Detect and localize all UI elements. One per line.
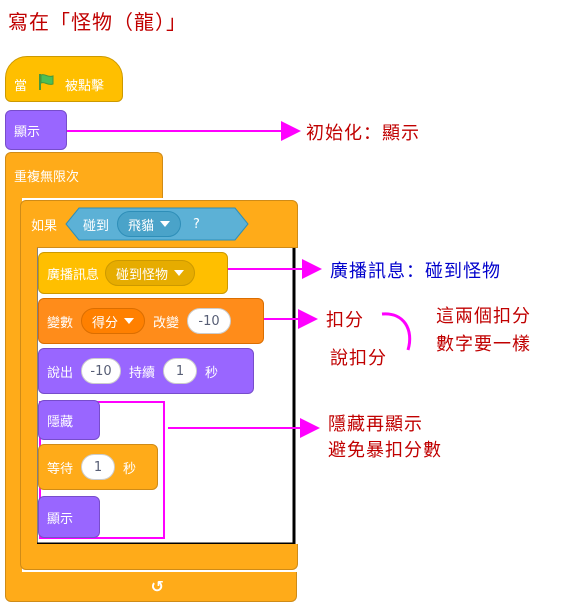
broadcast-message-dropdown[interactable]: 碰到怪物	[105, 260, 196, 286]
show-block-2[interactable]: 顯示	[38, 496, 100, 538]
annotation-deduct: 扣分	[326, 310, 364, 331]
say-value-input[interactable]: -10	[81, 358, 122, 384]
hide-block[interactable]: 隱藏	[38, 400, 100, 440]
change-variable-block[interactable]: 變數 得分 改變 -10	[38, 298, 264, 344]
if-bottom	[20, 544, 298, 570]
if-label: 如果	[31, 218, 58, 234]
wait-secs-label: 秒	[123, 461, 137, 477]
forever-block[interactable]: 重複無限次	[5, 152, 163, 198]
if-then-block[interactable]: 如果 碰到 飛貓 ? 那麼	[20, 200, 298, 248]
secs-label: 秒	[205, 365, 219, 381]
annotation-hide-show-1: 隱藏再顯示	[328, 414, 423, 435]
annotation-same-number-1: 這兩個扣分	[436, 306, 531, 327]
say-label: 說出	[47, 365, 74, 381]
show-block[interactable]: 顯示	[5, 110, 67, 150]
hide-label: 隱藏	[47, 414, 74, 430]
change-value-input[interactable]: -10	[187, 308, 232, 334]
chevron-down-icon	[160, 221, 171, 227]
forever-arm	[5, 196, 22, 580]
touching-target-label: 飛貓	[128, 218, 155, 234]
touching-target-dropdown[interactable]: 飛貓	[117, 211, 182, 237]
touching-condition[interactable]: 碰到 飛貓 ?	[65, 207, 249, 241]
say-secs-input[interactable]: 1	[163, 358, 198, 384]
when-flag-clicked-block[interactable]: 當 被點擊	[5, 56, 123, 102]
show-label: 顯示	[14, 124, 41, 140]
clicked-label: 被點擊	[65, 78, 105, 94]
page-title: 寫在「怪物（龍）」	[8, 10, 187, 34]
wait-secs-input[interactable]: 1	[81, 454, 116, 480]
forever-label: 重複無限次	[14, 170, 80, 185]
green-flag-icon	[37, 73, 55, 95]
variable-label: 變數	[47, 315, 74, 331]
annotation-say-deduct: 說扣分	[330, 348, 387, 369]
if-arm	[20, 246, 37, 552]
chevron-down-icon	[174, 270, 185, 276]
for-label: 持續	[129, 365, 156, 381]
wait-label: 等待	[47, 461, 74, 477]
variable-name: 得分	[92, 315, 119, 331]
broadcast-block[interactable]: 廣播訊息 碰到怪物	[38, 252, 228, 294]
when-label: 當	[14, 78, 28, 94]
wait-block[interactable]: 等待 1 秒	[38, 444, 158, 490]
change-label: 改變	[153, 315, 180, 331]
question-label: ?	[193, 216, 200, 232]
show-label-2: 顯示	[47, 511, 74, 527]
annotation-broadcast: 廣播訊息：碰到怪物	[330, 261, 501, 282]
chevron-down-icon	[124, 318, 135, 324]
touching-label: 碰到	[83, 218, 110, 234]
annotation-init: 初始化：顯示	[306, 123, 420, 144]
forever-bottom: ↺	[5, 572, 297, 602]
annotation-hide-show-2: 避免暴扣分數	[328, 440, 442, 461]
loop-arrow-icon: ↺	[150, 577, 164, 596]
annotation-same-number-2: 數字要一樣	[436, 334, 531, 355]
broadcast-message-label: 碰到怪物	[116, 267, 169, 283]
broadcast-label: 廣播訊息	[47, 267, 100, 283]
variable-dropdown[interactable]: 得分	[81, 308, 146, 334]
curve-connector	[381, 312, 412, 351]
say-for-secs-block[interactable]: 說出 -10 持續 1 秒	[38, 348, 254, 394]
